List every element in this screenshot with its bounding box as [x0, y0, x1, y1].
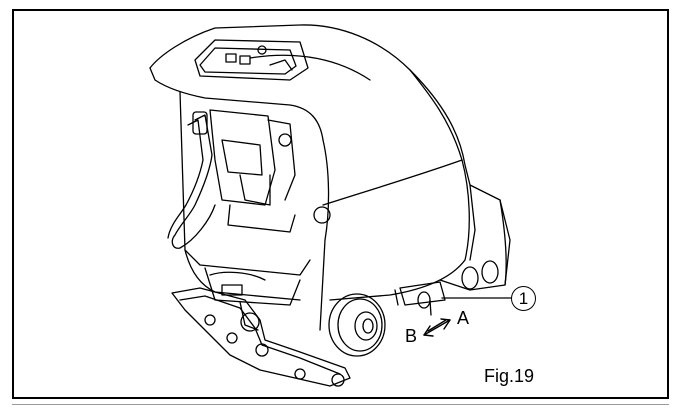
direction-label-b: B [405, 326, 418, 346]
double-arrow-icon [423, 318, 451, 337]
recovery-hose [167, 111, 216, 249]
rear-frame [184, 249, 311, 306]
rear-wheel [328, 293, 386, 357]
callout-1: 1 [511, 286, 536, 311]
figure-frame [12, 9, 669, 399]
operator-area [209, 109, 331, 233]
bottom-rule [12, 404, 669, 405]
figure-caption: Fig.19 [484, 366, 535, 386]
front-castors [394, 260, 499, 316]
squeegee-assembly [171, 287, 351, 387]
callout-1-number: 1 [518, 289, 529, 308]
direction-label-a: A [457, 308, 470, 328]
control-panel [194, 39, 309, 81]
